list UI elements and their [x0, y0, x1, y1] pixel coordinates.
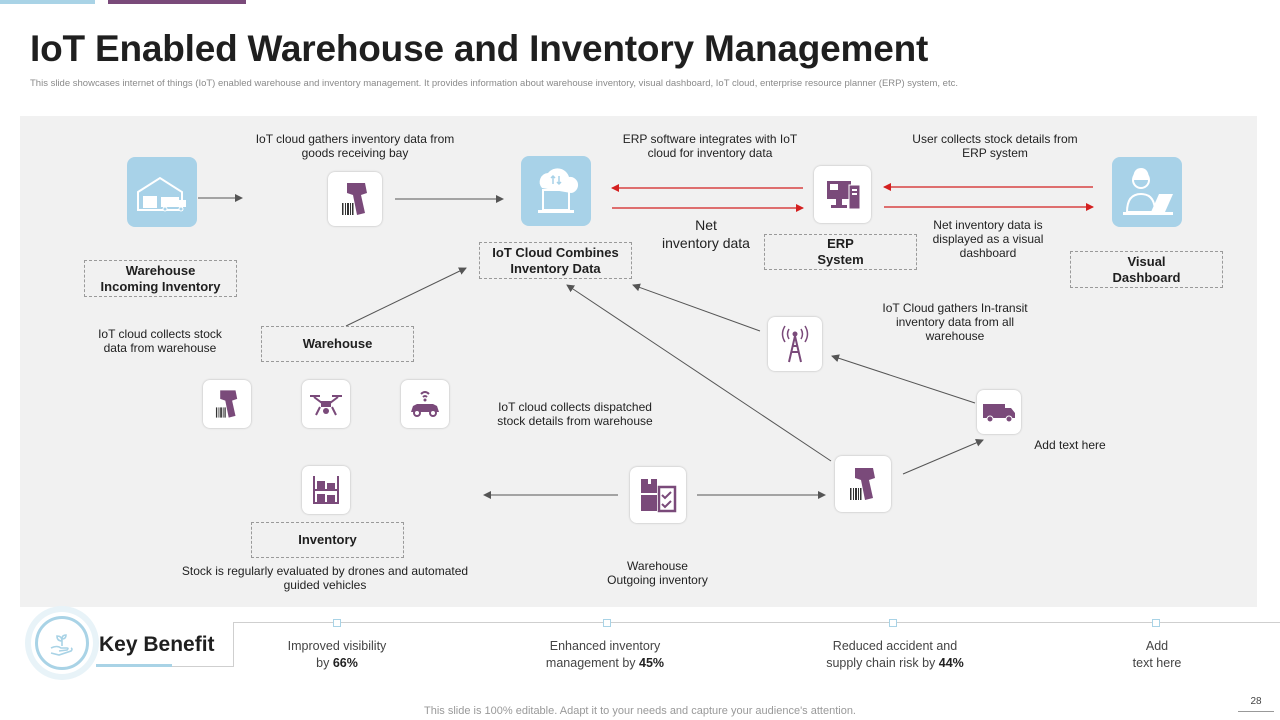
key-benefit-frame: [233, 622, 1280, 666]
caption-add-text: Add text here: [1034, 438, 1106, 452]
caption-receiving-bay: IoT cloud gathers inventory data from go…: [255, 132, 455, 160]
caption-net-displayed: Net inventory data is displayed as a vis…: [932, 218, 1044, 260]
benefit-item-3: Reduced accident and supply chain risk b…: [790, 638, 1000, 672]
signal-tower-icon: [768, 317, 822, 371]
benefit-text: Add text here: [1132, 639, 1182, 670]
caption-outgoing: Warehouse Outgoing inventory: [607, 559, 708, 587]
footer-note: This slide is 100% editable. Adapt it to…: [424, 705, 856, 717]
barcode-scanner-icon: [835, 456, 891, 512]
barcode-scanner-icon: [328, 172, 382, 226]
arrow-scanner2-to-cloud: [566, 284, 832, 462]
benefit-value: 66%: [332, 656, 358, 670]
benefit-value: 44%: [938, 656, 964, 670]
caption-stock-evaluated: Stock is regularly evaluated by drones a…: [181, 564, 469, 592]
delivery-truck-icon: [977, 390, 1021, 434]
top-accent-bar-blue: [0, 0, 95, 4]
cloud-server-icon: [521, 156, 591, 226]
arrow-truck-to-tower: [831, 354, 976, 404]
page-subtitle: This slide showcases internet of things …: [30, 78, 958, 89]
erp-system-label: ERP System: [764, 234, 917, 270]
page-number: 28: [1250, 696, 1262, 707]
iot-cloud-combines-label: IoT Cloud Combines Inventory Data: [479, 242, 632, 279]
page-number-line: [1238, 711, 1274, 712]
smart-car-icon: [401, 380, 449, 428]
inventory-shelf-icon: [302, 466, 350, 514]
arrow-tower-to-cloud: [632, 283, 761, 332]
drone-icon: [302, 380, 350, 428]
warehouse-incoming-inventory-label: Warehouse Incoming Inventory: [84, 260, 237, 297]
caption-dispatched: IoT cloud collects dispatched stock deta…: [497, 400, 653, 428]
benefit-item-2: Enhanced inventory management by 45%: [500, 638, 710, 672]
key-benefit-underline: [96, 664, 172, 667]
key-benefit-ring: [35, 616, 89, 670]
benefit-item-1: Improved visibility by 66%: [257, 638, 417, 672]
key-benefit-frame-line: [172, 666, 234, 667]
arrow-warehouse-to-cloud: [345, 267, 467, 327]
top-accent-bar-purple: [108, 0, 246, 4]
caption-in-transit: IoT Cloud gathers In-transit inventory d…: [882, 301, 1028, 343]
warehouse-label: Warehouse: [261, 326, 414, 362]
erp-computer-icon: [814, 166, 871, 223]
caption-user-collects: User collects stock details from ERP sys…: [912, 132, 1078, 160]
benefit-text: Improved visibility by: [287, 639, 387, 670]
caption-net-inventory: Net inventory data: [662, 217, 750, 251]
user-laptop-icon: [1112, 157, 1182, 227]
benefit-dot-4: [1152, 619, 1160, 627]
inventory-label: Inventory: [251, 522, 404, 558]
barcode-scanner-icon: [203, 380, 251, 428]
benefit-item-4: Add text here: [1097, 638, 1217, 672]
benefit-value: 45%: [639, 656, 665, 670]
benefit-dot-1: [333, 619, 341, 627]
visual-dashboard-label: Visual Dashboard: [1070, 251, 1223, 288]
boxes-checklist-icon: [630, 467, 686, 523]
benefit-dot-2: [603, 619, 611, 627]
benefit-dot-3: [889, 619, 897, 627]
caption-erp-integrates: ERP software integrates with IoT cloud f…: [622, 132, 798, 160]
warehouse-truck-icon: [127, 157, 197, 227]
growth-hand-icon: [50, 634, 73, 656]
caption-collects-stock: IoT cloud collects stock data from wareh…: [98, 327, 222, 355]
key-benefit-badge: [31, 612, 93, 674]
arrow-scanner2-to-truck: [902, 439, 984, 475]
benefit-text: Reduced accident and supply chain risk b…: [826, 639, 958, 670]
key-benefit-label: Key Benefit: [99, 633, 215, 656]
benefit-text: Enhanced inventory management by: [545, 639, 661, 670]
page-title: IoT Enabled Warehouse and Inventory Mana…: [30, 28, 929, 69]
